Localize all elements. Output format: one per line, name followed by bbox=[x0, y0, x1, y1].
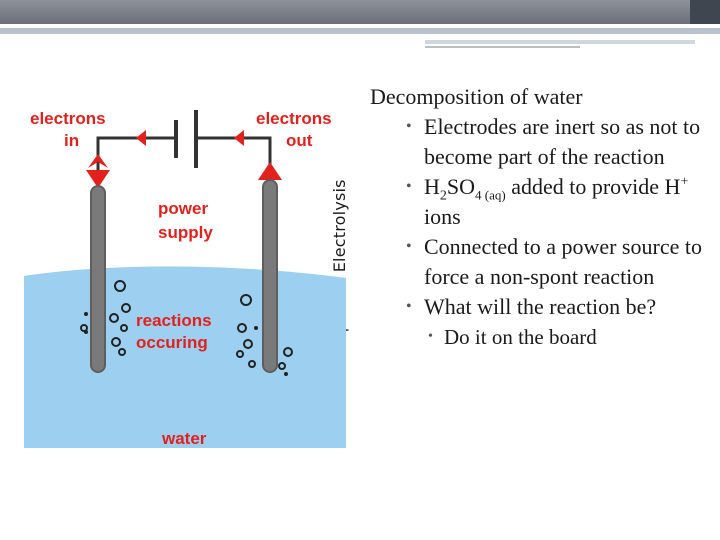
bubble-dot-right bbox=[254, 326, 258, 330]
bullet-text-formula: H2SO4 (aq) added to provide H+ ions bbox=[424, 174, 689, 229]
bullet-text: Electrodes are inert so as not to become… bbox=[424, 114, 701, 169]
bubbles-right bbox=[236, 294, 293, 370]
bubbles-left bbox=[80, 280, 131, 356]
slide-top-bar-end bbox=[690, 0, 720, 24]
slide-accent-rule bbox=[425, 40, 695, 44]
label-power: power bbox=[158, 199, 208, 218]
label-supply: supply bbox=[158, 223, 213, 242]
bullet-item: • Connected to a power source to force a… bbox=[370, 232, 710, 292]
sub-bullet-text: Do it on the board bbox=[444, 325, 597, 349]
slide-accent-rule-small bbox=[425, 46, 580, 48]
battery-plate-left bbox=[174, 120, 178, 158]
slide-top-rule bbox=[0, 28, 720, 34]
bullet-item: • H2SO4 (aq) added to provide H+ ions bbox=[370, 172, 710, 232]
battery-plate-right bbox=[194, 110, 198, 168]
bullet-icon: • bbox=[406, 118, 412, 135]
label-in: in bbox=[64, 131, 79, 150]
bullet-item: • What will the reaction be? bbox=[370, 292, 710, 322]
bullet-item: • Electrodes are inert so as not to beco… bbox=[370, 112, 710, 172]
bullet-icon: • bbox=[406, 178, 412, 195]
label-electrons-in: electrons bbox=[30, 109, 106, 128]
electrolysis-diagram: electrons in electrons out power supply … bbox=[24, 109, 346, 448]
wire-arrow-left bbox=[136, 130, 146, 146]
bubble-dot-left bbox=[84, 312, 88, 316]
bullet-text: What will the reaction be? bbox=[424, 294, 657, 319]
slide-heading: Decomposition of water bbox=[370, 84, 583, 109]
label-occuring: occuring bbox=[136, 333, 208, 352]
electrons-in-arrow-tip bbox=[86, 170, 110, 188]
electrode-left bbox=[90, 185, 106, 373]
label-reactions: reactions bbox=[136, 311, 212, 330]
sub-bullet-icon: • bbox=[428, 329, 433, 344]
electrons-in-arrow bbox=[88, 154, 108, 168]
label-out: out bbox=[286, 131, 313, 150]
label-water: water bbox=[161, 429, 207, 448]
label-electrons-out: electrons bbox=[256, 109, 332, 128]
bullet-list: • Electrodes are inert so as not to beco… bbox=[370, 112, 710, 352]
electrons-out-arrow-tip bbox=[258, 162, 282, 180]
slide-top-bar bbox=[0, 0, 700, 24]
water-region bbox=[24, 266, 346, 448]
bubble-dot-right-2 bbox=[284, 372, 288, 376]
bullet-icon: • bbox=[406, 238, 412, 255]
bullet-icon: • bbox=[406, 298, 412, 315]
wire-arrow-right bbox=[234, 130, 244, 146]
slide-content: Decomposition of water • Electrodes are … bbox=[370, 82, 710, 352]
circuit-wires bbox=[96, 136, 272, 176]
sub-bullet-item: • Do it on the board bbox=[370, 322, 710, 352]
bullet-text: Connected to a power source to force a n… bbox=[424, 234, 702, 289]
electrode-right bbox=[262, 179, 278, 373]
bubble-dot-left-2 bbox=[84, 330, 88, 334]
